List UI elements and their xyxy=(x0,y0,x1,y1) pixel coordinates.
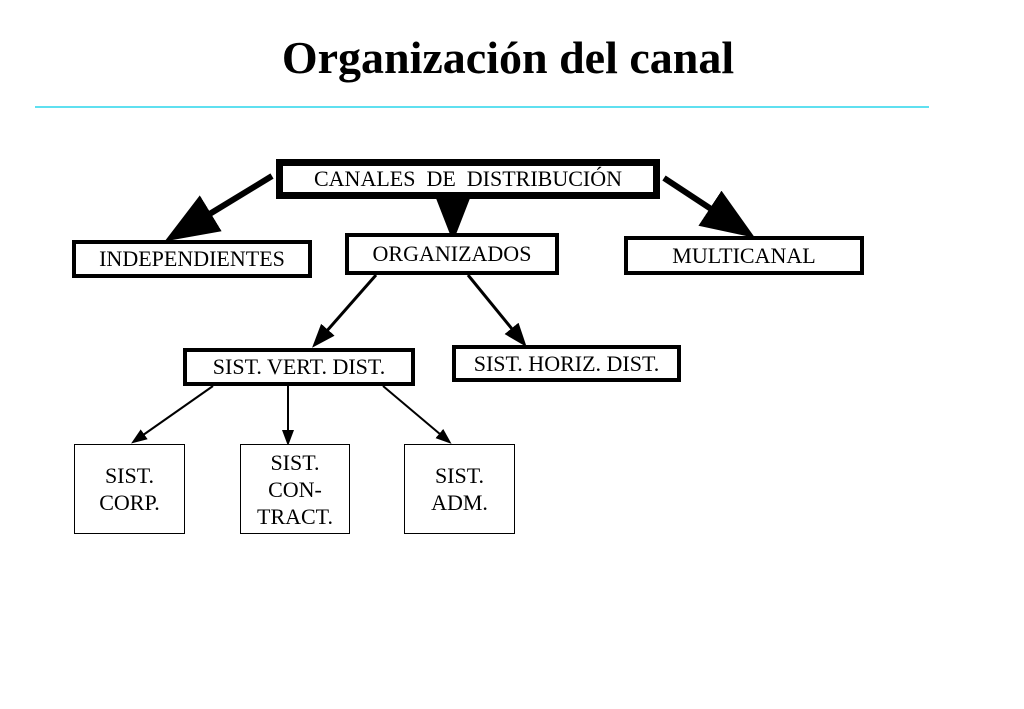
node-organizados: ORGANIZADOS xyxy=(345,233,559,275)
arrow-root-to-multicanal xyxy=(662,175,756,238)
node-sist-horiz-dist: SIST. HORIZ. DIST. xyxy=(452,345,681,382)
node-independientes: INDEPENDIENTES xyxy=(72,240,312,278)
arrow-root-to-independientes xyxy=(164,173,274,242)
node-canales-de-distribucion: CANALES DE DISTRIBUCIÓN xyxy=(276,159,660,199)
arrow-vertical-to-corp xyxy=(131,385,214,444)
node-sist-adm: SIST. ADM. xyxy=(404,444,515,534)
node-sist-contract: SIST. CON- TRACT. xyxy=(240,444,350,534)
arrow-organizados-to-vertical xyxy=(312,274,378,348)
node-multicanal: MULTICANAL xyxy=(624,236,864,275)
arrow-organizados-to-horizontal xyxy=(466,274,527,347)
node-sist-corp: SIST. CORP. xyxy=(74,444,185,534)
title-divider xyxy=(35,106,929,108)
node-sist-vert-dist: SIST. VERT. DIST. xyxy=(183,348,415,386)
page-title: Organización del canal xyxy=(281,32,735,83)
arrow-vertical-to-adm xyxy=(382,385,452,444)
